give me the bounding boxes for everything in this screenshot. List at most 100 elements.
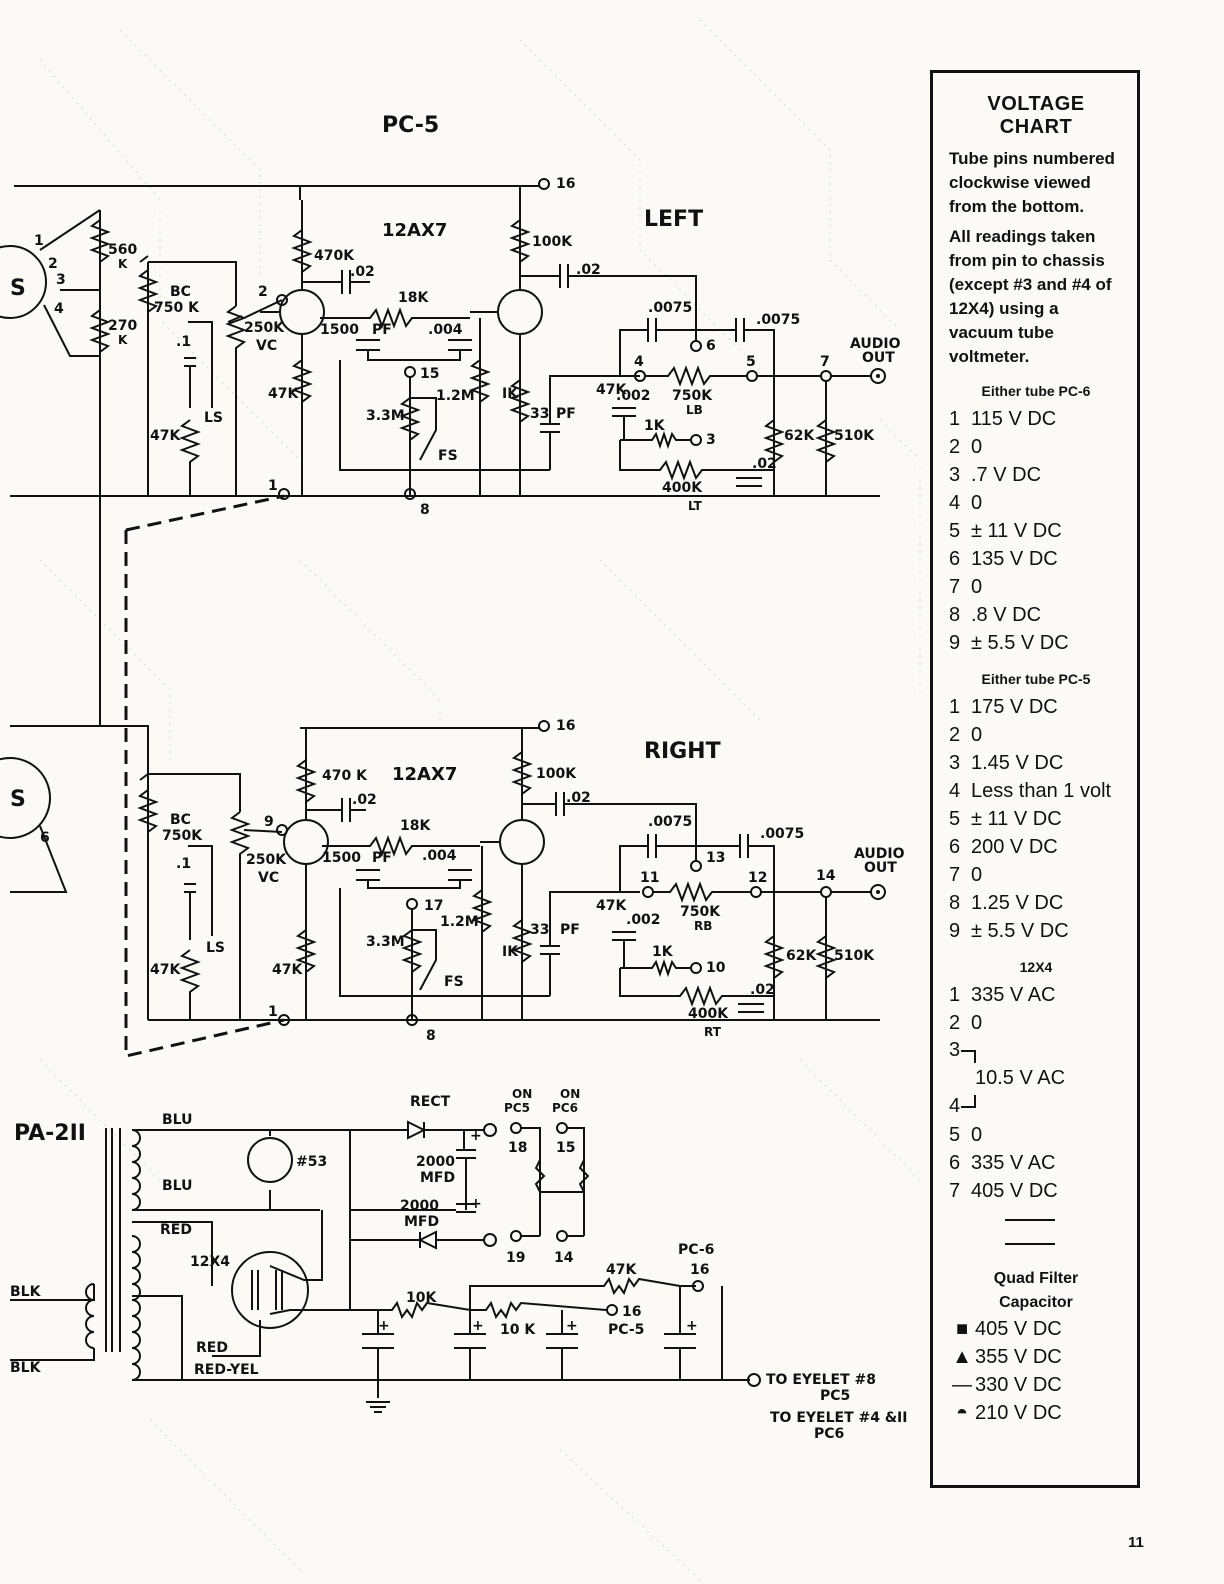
right-channel-circuit: RIGHT 12AX7 S 6 16 BC 750K 9 250K VC .1 …	[0, 718, 905, 1044]
section-heading-pc5: Either tube PC-5	[981, 671, 1091, 687]
pc5-title: PC-5	[382, 113, 439, 138]
svg-text:2: 2	[48, 256, 58, 272]
svg-text:750K: 750K	[672, 388, 713, 404]
svg-text:TO EYELET #8: TO EYELET #8	[766, 1372, 876, 1388]
svg-text:510K: 510K	[834, 948, 875, 964]
svg-text:18: 18	[508, 1140, 527, 1156]
svg-text:3: 3	[56, 272, 66, 288]
svg-text:16: 16	[556, 718, 575, 734]
svg-text:LS: LS	[204, 410, 223, 426]
power-supply-circuit: PA-2II BLU BLU #53 RED RED RED-YEL BLK B…	[10, 1087, 907, 1442]
svg-text:.0075: .0075	[760, 826, 804, 842]
svg-text:750K: 750K	[680, 904, 721, 920]
page-number: 11	[1128, 1534, 1144, 1551]
voltage-chart-title: VOLTAGE CHART	[987, 93, 1085, 138]
quad-filter-list: ■405 V DC ▲355 V DC —330 V DC ◓210 V DC	[949, 1315, 1123, 1427]
svg-text:ON: ON	[560, 1087, 580, 1101]
svg-text:BC: BC	[170, 812, 191, 828]
pc5-row: 9± 5.5 V DC	[949, 920, 1069, 942]
svg-text:FS: FS	[444, 974, 464, 990]
svg-text:.002: .002	[626, 912, 661, 928]
svg-text:3.3M: 3.3M	[366, 934, 405, 950]
svg-text:3.3M: 3.3M	[366, 408, 405, 424]
svg-text:100K: 100K	[532, 234, 573, 250]
svg-text:270: 270	[108, 318, 137, 334]
dash-terminal-icon: —	[952, 1374, 972, 1396]
svg-text:6: 6	[706, 338, 716, 354]
svg-text:LS: LS	[206, 940, 225, 956]
svg-text:#53: #53	[296, 1154, 327, 1170]
svg-text:8: 8	[426, 1028, 436, 1044]
svg-text:.02: .02	[752, 456, 777, 472]
svg-text:2: 2	[258, 284, 268, 300]
quad-row: ■405 V DC	[949, 1315, 1123, 1343]
x12x4-bracket-row: 3 10.5 V AC 4	[949, 1037, 1123, 1121]
svg-text:RED: RED	[160, 1222, 192, 1238]
svg-text:47K: 47K	[606, 1262, 637, 1278]
svg-text:PF: PF	[372, 850, 392, 866]
svg-text:+: +	[566, 1318, 578, 1334]
section-heading-pc6: Either tube PC-6	[981, 383, 1091, 399]
svg-text:AUDIO: AUDIO	[854, 846, 905, 862]
svg-text:4: 4	[634, 354, 644, 370]
svg-text:.004: .004	[428, 322, 463, 338]
svg-text:750K: 750K	[162, 828, 203, 844]
svg-text:470 K: 470 K	[322, 768, 368, 784]
transformer-label: PA-2II	[14, 1121, 86, 1146]
svg-text:OUT: OUT	[862, 350, 895, 366]
svg-text:1: 1	[34, 233, 44, 249]
svg-text:RECT: RECT	[410, 1094, 451, 1110]
divider	[1005, 1243, 1055, 1245]
svg-text:PC-5: PC-5	[608, 1322, 644, 1338]
svg-text:33: 33	[530, 406, 549, 422]
svg-text:BLK: BLK	[10, 1360, 42, 1376]
bracket-pin-b: 4	[949, 1095, 961, 1117]
svg-text:16: 16	[690, 1262, 709, 1278]
quad-row: ▲355 V DC	[949, 1343, 1123, 1371]
tube-label-right: 12AX7	[392, 764, 457, 785]
svg-text:PC5: PC5	[504, 1101, 530, 1115]
svg-text:1500: 1500	[322, 850, 361, 866]
svg-text:PC6: PC6	[814, 1426, 844, 1442]
svg-text:BC: BC	[170, 284, 191, 300]
svg-text:47K: 47K	[596, 382, 627, 398]
svg-text:MFD: MFD	[420, 1170, 455, 1186]
svg-text:PF: PF	[372, 322, 392, 338]
svg-text:1500: 1500	[320, 322, 359, 338]
svg-text:400K: 400K	[662, 480, 703, 496]
svg-text:BLU: BLU	[162, 1178, 192, 1194]
svg-text:1.2M: 1.2M	[440, 914, 479, 930]
pc6-row: 9± 5.5 V DC	[949, 632, 1069, 654]
quad-row: ◓210 V DC	[949, 1399, 1123, 1427]
svg-text:12X4: 12X4	[190, 1254, 230, 1270]
svg-text:.1: .1	[176, 334, 191, 350]
svg-text:AUDIO: AUDIO	[850, 336, 901, 352]
svg-text:IK: IK	[502, 944, 519, 960]
half-circle-terminal-icon: ◓	[955, 1402, 969, 1424]
svg-text:400K: 400K	[688, 1006, 729, 1022]
svg-text:BLK: BLK	[10, 1284, 42, 1300]
voltage-chart-note-pins: Tube pins numbered clockwise viewed from…	[949, 149, 1115, 216]
svg-text:5: 5	[746, 354, 756, 370]
left-channel-circuit: PC-5 LEFT 12AX7 S 1 2 3 4 560 K 270 K BC…	[0, 113, 901, 726]
svg-text:.0075: .0075	[756, 312, 800, 328]
svg-text:250K: 250K	[244, 320, 285, 336]
background-traces	[39, 19, 921, 1581]
svg-text:.02: .02	[352, 792, 377, 808]
svg-text:RED: RED	[196, 1340, 228, 1356]
svg-text:1K: 1K	[644, 418, 666, 434]
svg-text:19: 19	[506, 1250, 525, 1266]
svg-text:PC5: PC5	[820, 1388, 850, 1404]
